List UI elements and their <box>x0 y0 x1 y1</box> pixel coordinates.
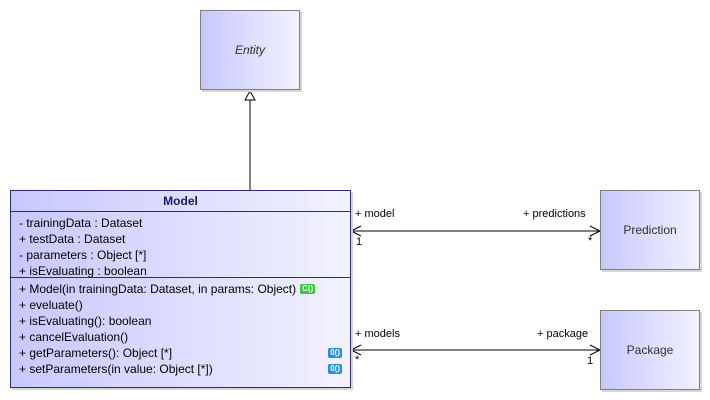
operation-signature: + setParameters(in value: Object [*]) <box>19 362 213 376</box>
operation-signature: + Model(in trainingData: Dataset, in par… <box>19 282 297 296</box>
property-badge-icon: 0() <box>328 364 342 374</box>
prediction-class-name: Prediction <box>623 223 677 237</box>
generalization-arrowhead <box>244 89 256 101</box>
operation-row[interactable]: + eveluate() <box>19 297 342 313</box>
arrow-head-model-end <box>349 225 362 237</box>
multiplicity-models: * <box>355 354 360 366</box>
operation-signature: + cancelEvaluation() <box>19 330 129 344</box>
constructor-badge-icon: C() <box>300 283 316 294</box>
role-label-models: + models <box>355 328 400 340</box>
operation-signature: + eveluate() <box>19 298 83 312</box>
role-label-predictions: + predictions <box>523 208 586 220</box>
entity-class-name: Entity <box>234 43 265 57</box>
model-class[interactable]: Model - trainingData : Dataset + testDat… <box>10 190 351 388</box>
multiplicity-package: 1 <box>587 355 594 367</box>
role-label-model: + model <box>355 208 395 220</box>
package-class[interactable]: Package <box>600 310 700 390</box>
attribute-row[interactable]: - parameters : Object [*] <box>19 248 147 262</box>
operations-compartment: + Model(in trainingData: Dataset, in par… <box>11 278 350 379</box>
attributes-compartment: - trainingData : Dataset + testData : Da… <box>11 212 350 278</box>
prediction-class[interactable]: Prediction <box>600 190 700 270</box>
multiplicity-model: 1 <box>356 236 363 248</box>
operation-row[interactable]: + cancelEvaluation() <box>19 329 342 345</box>
operation-row[interactable]: + isEvaluating(): boolean <box>19 313 342 329</box>
multiplicity-predictions: * <box>588 235 593 247</box>
operation-signature: + getParameters(): Object [*] <box>19 346 173 360</box>
attribute-row[interactable]: - trainingData : Dataset <box>19 216 143 230</box>
arrow-head-models-end <box>349 344 362 356</box>
operation-row[interactable]: + setParameters(in value: Object [*]) 0() <box>19 361 342 377</box>
entity-class[interactable]: Entity <box>200 10 300 90</box>
operation-row[interactable]: + Model(in trainingData: Dataset, in par… <box>19 281 342 297</box>
operation-signature: + isEvaluating(): boolean <box>19 314 152 328</box>
property-badge-icon: 0() <box>328 348 342 358</box>
operation-row[interactable]: + getParameters(): Object [*] 0() <box>19 345 342 361</box>
attribute-row[interactable]: + isEvaluating : boolean <box>19 264 147 278</box>
attribute-row[interactable]: + testData : Dataset <box>19 232 126 246</box>
role-label-package: + package <box>537 328 589 340</box>
package-class-name: Package <box>626 343 674 357</box>
model-class-name: Model <box>11 191 350 212</box>
